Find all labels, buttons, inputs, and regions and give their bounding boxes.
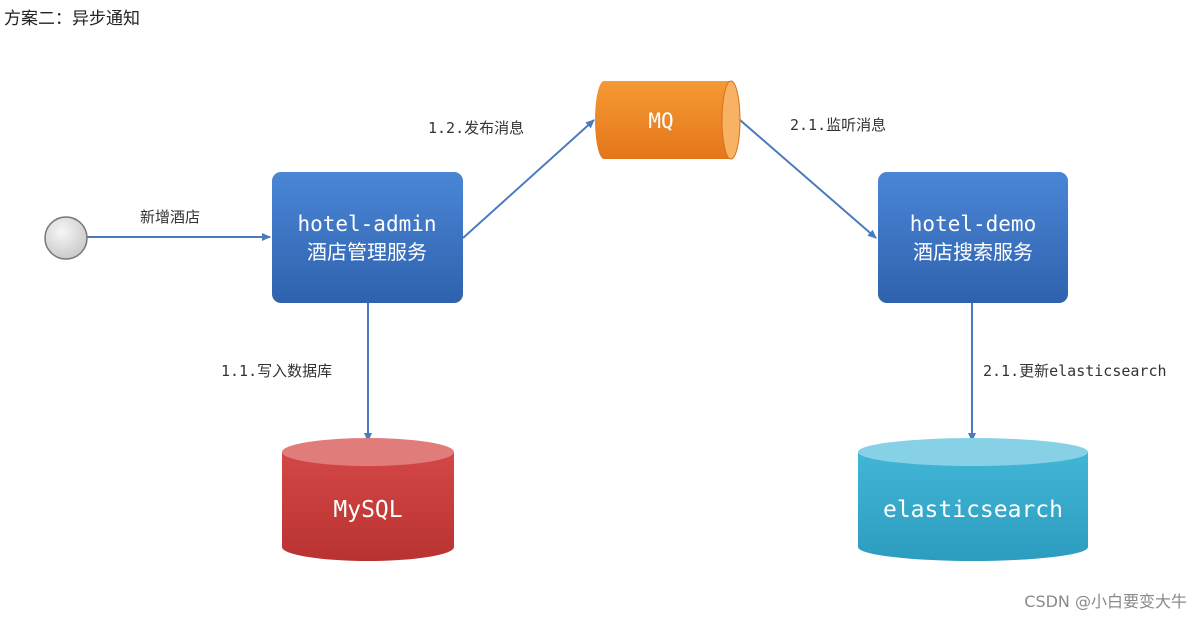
hotel-admin-desc: 酒店管理服务 [307, 240, 427, 264]
edge-label-publish: 1.2.发布消息 [428, 119, 524, 137]
mysql-label: MySQL [333, 497, 402, 523]
hotel-demo-node: hotel-demo 酒店搜索服务 [878, 172, 1068, 303]
start-node-circle [44, 216, 88, 260]
hotel-admin-name: hotel-admin [297, 212, 436, 236]
watermark: CSDN @小白要变大牛 [1024, 592, 1187, 611]
hotel-demo-desc: 酒店搜索服务 [913, 240, 1033, 264]
page-title: 方案二：异步通知 [4, 9, 140, 29]
mq-label: MQ [648, 109, 673, 133]
arrow-publish [462, 119, 595, 239]
elasticsearch-node: elasticsearch [858, 438, 1088, 561]
hotel-admin-node: hotel-admin 酒店管理服务 [272, 172, 463, 303]
edge-label-new-hotel: 新增酒店 [140, 208, 200, 226]
elasticsearch-label: elasticsearch [883, 497, 1063, 523]
edge-label-write-db: 1.1.写入数据库 [221, 362, 332, 380]
arrow-listen [739, 119, 877, 239]
edge-label-listen: 2.1.监听消息 [790, 116, 886, 134]
hotel-demo-name: hotel-demo [910, 212, 1036, 236]
edge-label-update-es: 2.1.更新elasticsearch [983, 362, 1167, 380]
mysql-node: MySQL [282, 438, 454, 561]
mq-node: MQ [595, 80, 741, 160]
